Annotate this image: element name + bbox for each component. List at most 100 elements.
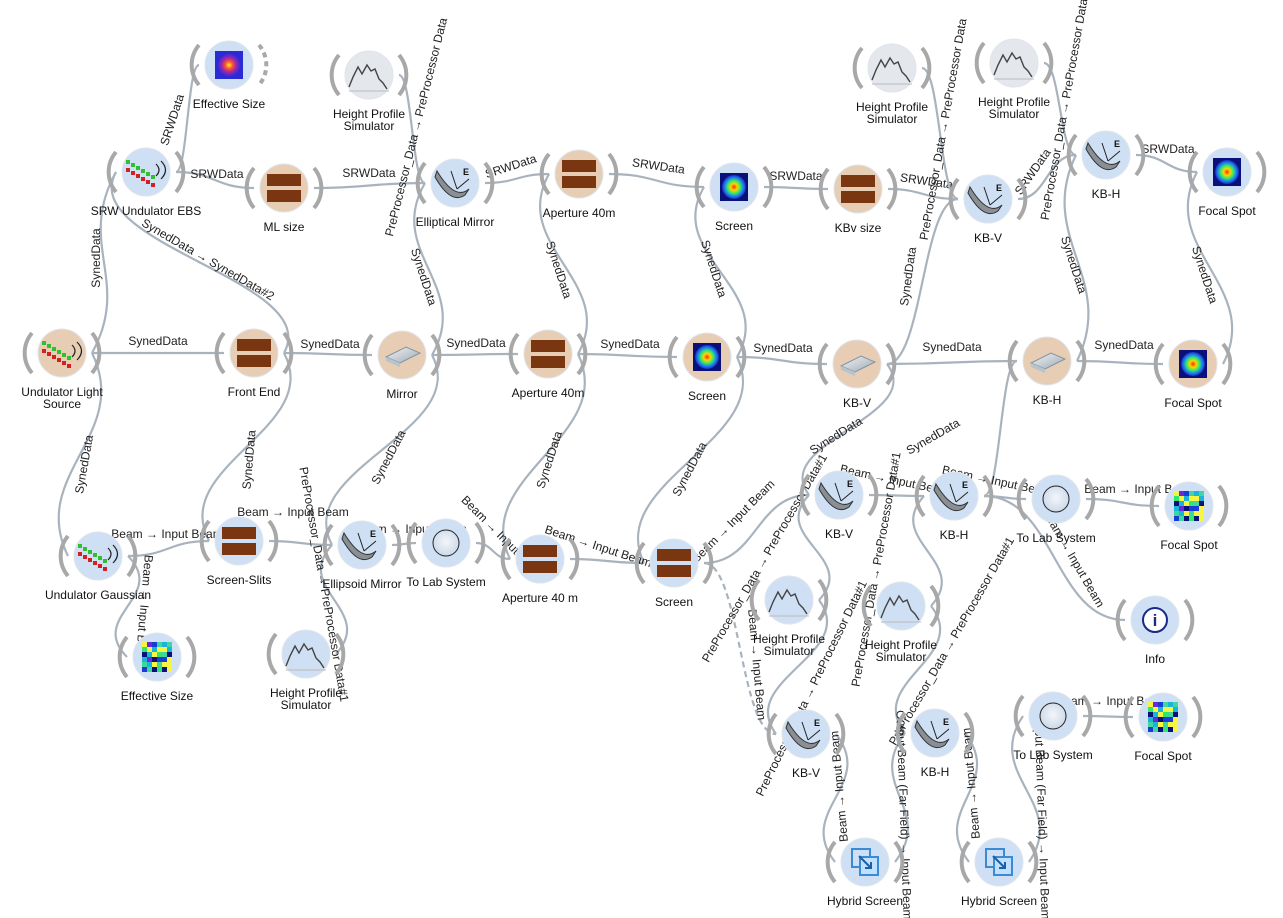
input-ring[interactable]	[362, 333, 374, 377]
output-ring[interactable]	[929, 584, 941, 628]
node-kb-v-low-b[interactable]: EKB-V	[766, 709, 846, 780]
link[interactable]: SynedData	[283, 337, 373, 357]
node-hybrid-screen-2[interactable]: Hybrid Screen	[959, 837, 1039, 908]
node-body[interactable]	[344, 50, 394, 100]
link[interactable]: SynedData	[89, 171, 117, 354]
output-ring[interactable]	[1134, 133, 1146, 177]
link[interactable]: SynedData	[1186, 171, 1234, 365]
output-ring[interactable]	[963, 711, 975, 755]
output-ring[interactable]	[1042, 41, 1054, 85]
output-ring[interactable]	[885, 342, 897, 386]
output-ring[interactable]	[982, 474, 994, 518]
output-ring[interactable]	[1027, 840, 1039, 884]
output-ring[interactable]	[1221, 342, 1233, 386]
input-ring[interactable]	[266, 632, 278, 676]
input-ring[interactable]	[106, 150, 118, 194]
input-ring[interactable]	[749, 578, 761, 622]
link[interactable]: SynedData → SynedData#2	[110, 171, 290, 354]
node-body[interactable]	[229, 328, 279, 378]
output-ring[interactable]	[1183, 598, 1195, 642]
output-ring[interactable]	[267, 519, 279, 563]
link[interactable]: SynedData	[502, 353, 586, 560]
input-ring[interactable]	[117, 635, 129, 679]
node-body[interactable]	[833, 164, 883, 214]
output-ring[interactable]	[1084, 477, 1096, 521]
input-ring[interactable]	[766, 712, 778, 756]
node-body[interactable]	[214, 516, 264, 566]
output-ring[interactable]	[607, 152, 619, 196]
input-ring[interactable]	[861, 584, 873, 628]
node-effective-size-low[interactable]: Effective Size	[117, 632, 197, 703]
node-front-end[interactable]: Front End	[214, 328, 294, 399]
node-body[interactable]	[554, 149, 604, 199]
output-ring[interactable]	[312, 166, 324, 210]
input-ring[interactable]	[818, 167, 830, 211]
link[interactable]: SynedData	[431, 336, 519, 357]
node-screen-low[interactable]: Screen	[634, 538, 714, 609]
input-ring[interactable]	[895, 711, 907, 755]
input-ring[interactable]	[189, 43, 201, 87]
node-kb-v-top[interactable]: EKB-V	[948, 174, 1028, 245]
node-body[interactable]	[989, 38, 1039, 88]
node-focal-spot-low-b[interactable]: Focal Spot	[1123, 692, 1203, 763]
link[interactable]: SynedData	[539, 173, 588, 355]
output-ring[interactable]	[735, 335, 747, 379]
input-ring[interactable]	[852, 46, 864, 90]
input-ring[interactable]	[406, 521, 418, 565]
input-ring[interactable]	[825, 840, 837, 884]
input-ring[interactable]	[1115, 598, 1127, 642]
output-ring[interactable]	[185, 635, 197, 679]
input-ring[interactable]	[959, 840, 971, 884]
link[interactable]: SRWData	[608, 155, 705, 189]
node-to-lab-system-3[interactable]: To Lab System	[1013, 691, 1093, 762]
input-ring[interactable]	[1013, 694, 1025, 738]
input-ring[interactable]	[817, 342, 829, 386]
input-ring[interactable]	[508, 332, 520, 376]
output-ring[interactable]	[762, 165, 774, 209]
link[interactable]: SynedData	[1058, 154, 1090, 362]
link[interactable]: SynedData	[92, 334, 224, 355]
output-ring[interactable]	[90, 331, 102, 375]
output-ring[interactable]	[474, 521, 486, 565]
input-ring[interactable]	[539, 152, 551, 196]
output-ring[interactable]	[174, 150, 186, 194]
input-ring[interactable]	[1149, 484, 1161, 528]
node-hybrid-screen-1[interactable]: Hybrid Screen	[825, 837, 905, 908]
node-ml-size[interactable]: ML size	[244, 163, 324, 234]
input-ring[interactable]	[58, 534, 70, 578]
node-body[interactable]	[764, 575, 814, 625]
output-ring[interactable]	[1081, 694, 1093, 738]
input-ring[interactable]	[799, 473, 811, 517]
output-ring[interactable]	[257, 43, 269, 87]
node-kb-h-mid[interactable]: KB-H	[1007, 336, 1087, 407]
output-ring[interactable]	[834, 712, 846, 756]
link[interactable]: SynedData	[886, 340, 1018, 366]
node-mirror-mid[interactable]: Mirror	[362, 330, 442, 401]
node-kb-v-low-a[interactable]: EKB-V	[799, 470, 879, 541]
output-ring[interactable]	[126, 534, 138, 578]
input-ring[interactable]	[1153, 342, 1165, 386]
output-ring[interactable]	[430, 333, 442, 377]
link[interactable]: SynedData	[1076, 338, 1164, 366]
link[interactable]: PreProcessor_Data → PreProcessor Data	[1038, 0, 1091, 221]
output-ring[interactable]	[1255, 150, 1267, 194]
input-ring[interactable]	[694, 165, 706, 209]
node-focal-spot-mid[interactable]: Focal Spot	[1153, 339, 1233, 410]
node-aperture-40-m[interactable]: Aperture 40 m	[500, 534, 580, 605]
input-ring[interactable]	[634, 541, 646, 585]
output-ring[interactable]	[1016, 177, 1028, 221]
output-ring[interactable]	[817, 578, 829, 622]
node-aperture-40m-top[interactable]: Aperture 40m	[539, 149, 619, 220]
input-ring[interactable]	[244, 166, 256, 210]
node-focal-spot-low-a[interactable]: Focal Spot	[1149, 481, 1229, 552]
link[interactable]: SynedData	[201, 352, 292, 542]
output-ring[interactable]	[920, 46, 932, 90]
node-undulator-gaussian[interactable]: Undulator Gaussian	[45, 531, 151, 602]
link[interactable]: SRWData	[313, 166, 426, 190]
